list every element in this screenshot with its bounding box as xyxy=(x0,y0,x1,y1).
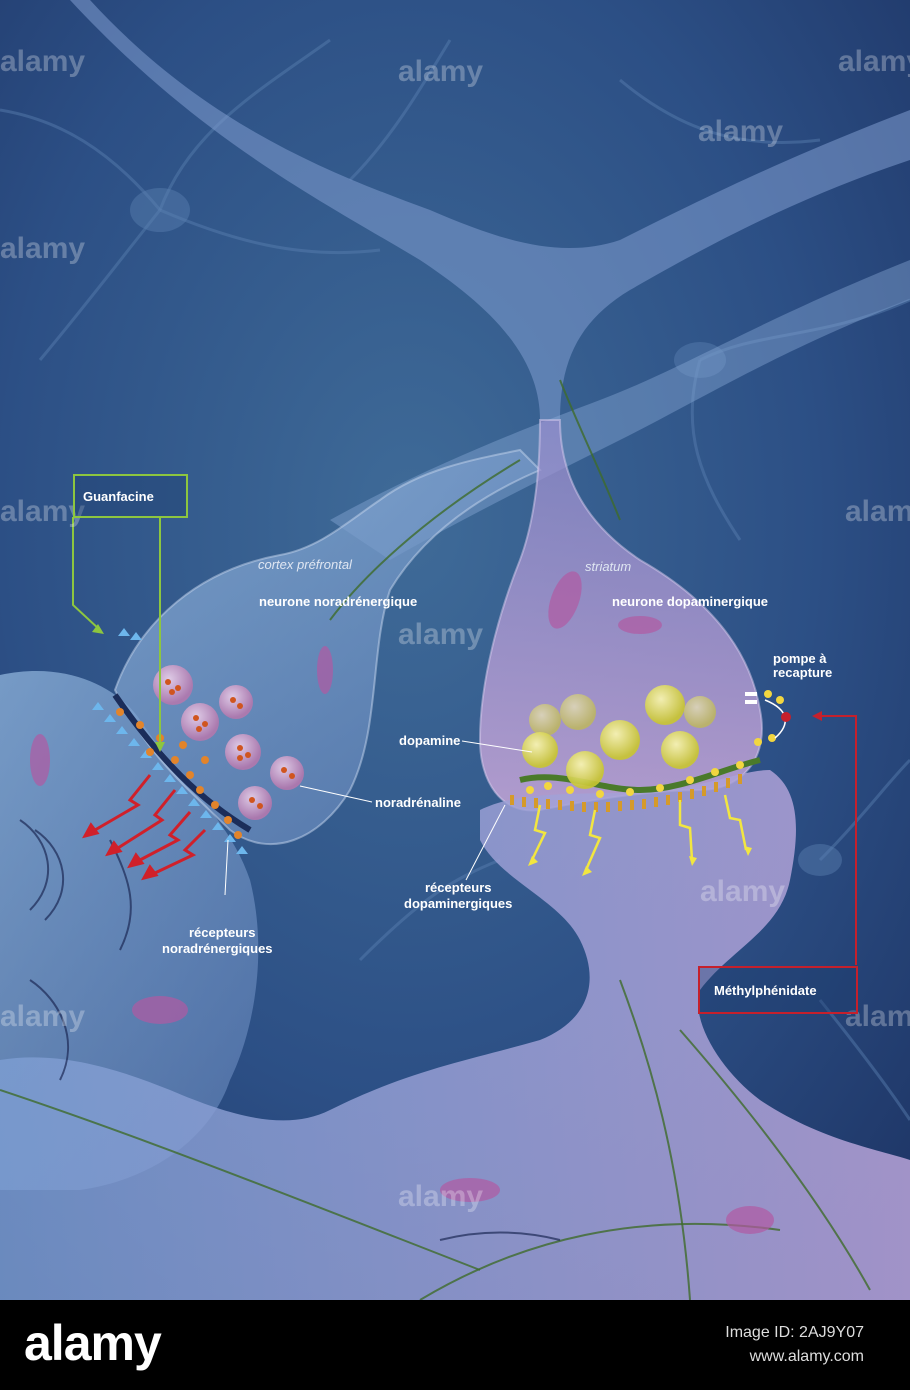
methylphenidate-label: Méthylphénidate xyxy=(714,982,817,998)
pompe-recapture-label-line2: recapture xyxy=(773,665,833,680)
neurone-noradrenergique-label: neurone noradrénergique xyxy=(259,594,418,609)
watermark-text: alamy xyxy=(700,875,786,908)
dopamine-label: dopamine xyxy=(399,733,461,748)
guanfacine-label: Guanfacine xyxy=(83,488,154,504)
watermark-text: alamy xyxy=(398,618,484,651)
striatum-label: striatum xyxy=(585,559,632,574)
cortex-label: cortex préfrontal xyxy=(258,557,352,572)
watermark-text: alamy xyxy=(845,495,910,528)
alamy-logo: alamy xyxy=(24,1315,162,1371)
watermark-text: alamy xyxy=(0,1000,86,1033)
watermark-text: alamy xyxy=(398,1180,484,1213)
site-url-text: www.alamy.com xyxy=(749,1348,864,1365)
watermark-text: alamy xyxy=(398,55,484,88)
recepteurs-dopaminergiques-label-line2: dopaminergiques xyxy=(404,896,513,911)
recepteurs-noradrenergiques-label-line1: récepteurs xyxy=(189,925,256,940)
synapse-illustration xyxy=(0,0,910,1300)
watermark-text: alamy xyxy=(845,1000,910,1033)
neurone-dopaminergique-label: neurone dopaminergique xyxy=(612,594,769,609)
watermark-text: alamy xyxy=(698,115,784,148)
pompe-recapture-label-line1: pompe à xyxy=(773,651,827,666)
watermark-text: alamy xyxy=(0,495,86,528)
image-id-text: Image ID: 2AJ9Y07 xyxy=(725,1324,864,1341)
watermark-text: alamy xyxy=(0,232,86,265)
methylphenidate-box: Méthylphénidate xyxy=(698,966,858,1014)
recepteurs-noradrenergiques-label-line2: noradrénergiques xyxy=(162,941,273,956)
noradrenaline-label: noradrénaline xyxy=(375,795,461,810)
watermark-text: alamy xyxy=(0,45,86,78)
recepteurs-dopaminergiques-label-line1: récepteurs xyxy=(425,880,492,895)
stock-footer: alamy Image ID: 2AJ9Y07 www.alamy.com xyxy=(0,1300,910,1390)
guanfacine-box: Guanfacine xyxy=(73,474,188,518)
watermark-text: alamy xyxy=(838,45,910,78)
